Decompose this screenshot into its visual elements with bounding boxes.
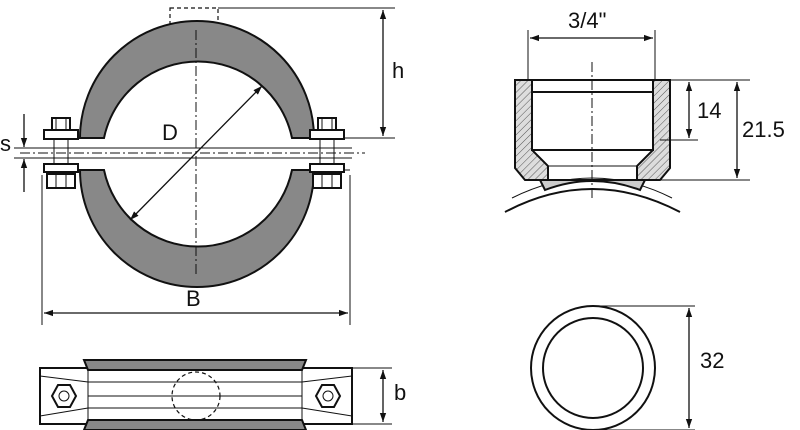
clamp-front-view: D h s B [0,7,404,325]
lower-lining [78,169,316,288]
upper-lining [78,20,316,139]
band-fold-left [39,375,89,417]
socket-inner-circle [542,317,644,419]
lining-band-lower [82,419,308,430]
left-nut-hex [50,384,78,408]
left-bolt [43,117,79,189]
diameter-dimension-line [129,85,263,221]
label-21-5: 21.5 [742,117,785,142]
label-b: b [394,380,406,405]
right-bolt [309,117,345,189]
label-h: h [392,58,404,83]
clamp-bottom-view: b [39,359,406,430]
label-14: 14 [697,98,721,123]
label-32: 32 [700,348,724,373]
label-B: B [186,286,201,311]
weld-seam [538,179,647,192]
center-hole-hidden [171,371,221,421]
label-D: D [162,120,178,145]
right-nut-hex [314,384,342,408]
label-thread: 3/4" [568,8,606,33]
socket-top-view: 32 [530,305,724,430]
label-s: s [0,131,11,156]
lining-band-upper [82,359,308,371]
band-fold-right [301,375,353,417]
socket-section-view: 3/4" 14 21.5 [504,8,785,213]
